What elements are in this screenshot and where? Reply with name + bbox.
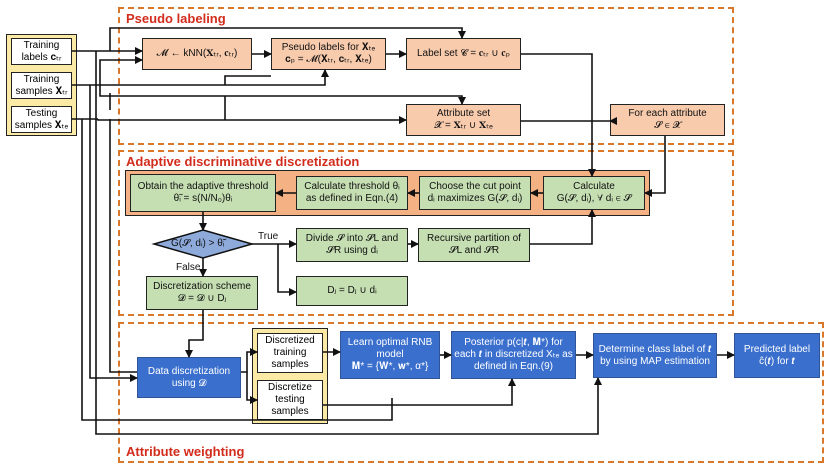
adaptive-title: Adaptive discriminative discretization bbox=[126, 154, 360, 169]
false-label: False bbox=[176, 262, 201, 273]
dj-update-box: Dⱼ = Dⱼ ∪ dᵢ bbox=[296, 276, 408, 306]
knn-model-box: 𝓜 ← kNN(𝐗ₜᵣ, 𝐜ₜᵣ) bbox=[142, 38, 252, 70]
label-set-box: Label set 𝓒 = 𝐜ₜᵣ ∪ 𝐜ₚ bbox=[406, 38, 521, 70]
weighting-title: Attribute weighting bbox=[126, 444, 245, 459]
pseudo-labeling-title: Pseudo labeling bbox=[126, 11, 226, 26]
true-label: True bbox=[258, 231, 279, 242]
decision-label: G(𝓢, dᵢ) > θ̃ᵢ bbox=[171, 238, 225, 249]
